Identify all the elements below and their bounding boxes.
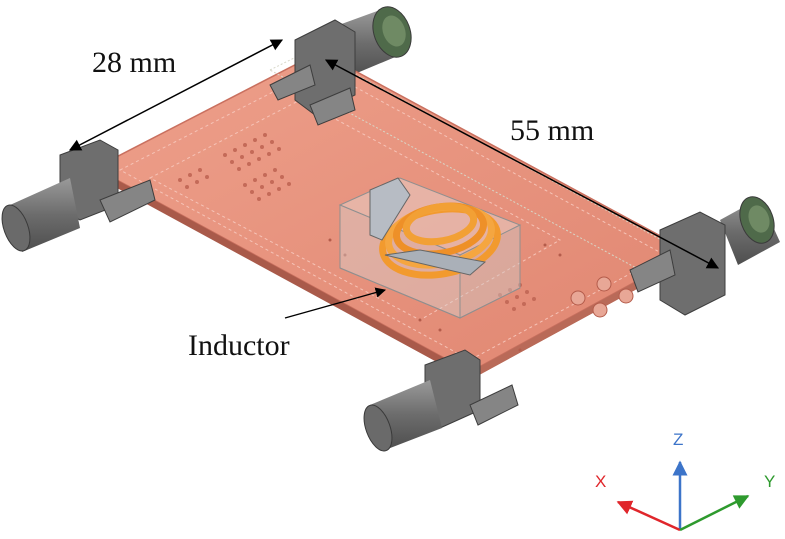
cylinder-front bbox=[363, 380, 442, 452]
y-axis-arrow bbox=[679, 494, 750, 532]
cylinder-left bbox=[1, 178, 80, 252]
x-axis-arrow bbox=[616, 500, 681, 532]
z-axis-label: Z bbox=[673, 430, 683, 449]
mounting-holes bbox=[570, 276, 634, 318]
width-dimension-label: 28 mm bbox=[92, 46, 176, 79]
x-axis-label: X bbox=[595, 472, 606, 491]
y-axis-label: Y bbox=[764, 472, 775, 491]
via-array-2 bbox=[178, 168, 291, 201]
length-dimension-label: 55 mm bbox=[510, 114, 594, 147]
inductor-label: Inductor bbox=[188, 329, 290, 362]
length-dimension-arrow bbox=[324, 59, 720, 269]
axis-triad: Z X Y bbox=[595, 430, 775, 532]
width-dimension-arrow bbox=[68, 39, 284, 151]
cylinder-right bbox=[720, 196, 780, 265]
inductor-leader-arrow bbox=[284, 287, 387, 319]
via-array-3 bbox=[498, 283, 536, 311]
